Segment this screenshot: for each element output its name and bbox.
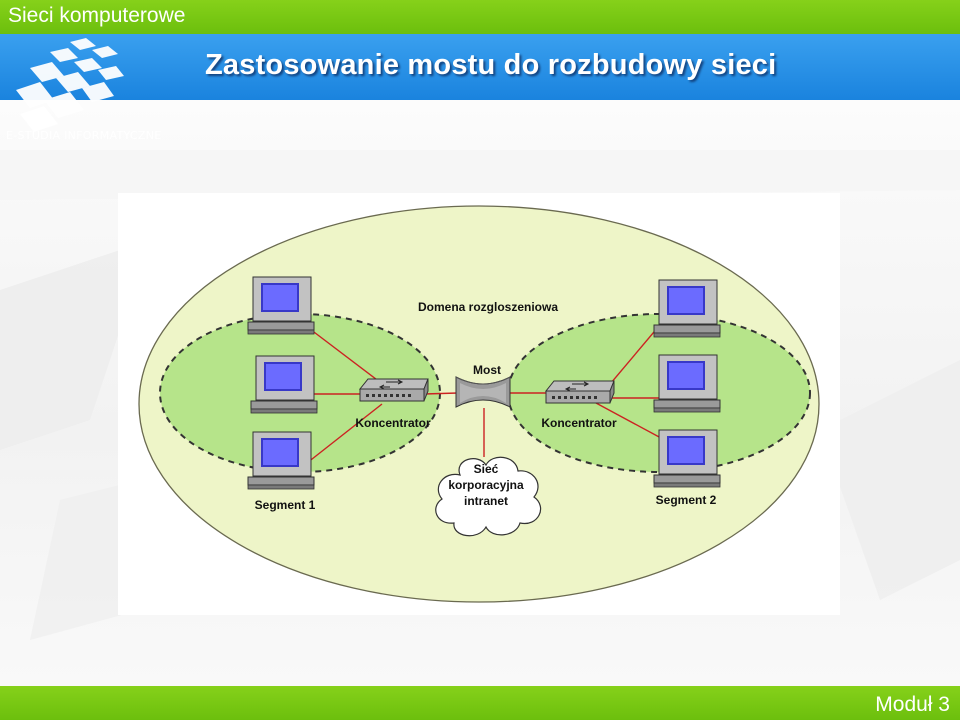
- hub-right-label: Koncentrator: [541, 416, 617, 430]
- intranet-cloud-icon: [435, 456, 542, 537]
- top-bar: [0, 0, 960, 34]
- cloud-label-line-2: korporacyjna: [448, 478, 524, 492]
- bridge-network-diagram: Domena rozgloszeniowa Most Koncentrator …: [138, 205, 820, 603]
- logo-text: E-STUDIA INFORMATYCZNE: [6, 129, 162, 142]
- computer-right-middle-icon: [653, 354, 721, 413]
- hub-left-icon: [358, 378, 429, 402]
- segment-left-label: Segment 1: [255, 498, 316, 512]
- bridge-label: Most: [473, 363, 501, 377]
- segment-right-label: Segment 2: [656, 493, 717, 507]
- computer-left-bottom-icon: [247, 431, 315, 490]
- hub-right-icon: [544, 380, 615, 404]
- computer-left-middle-icon: [250, 355, 318, 414]
- e-studia-logo-icon: [16, 38, 124, 132]
- course-title: Sieci komputerowe: [8, 4, 186, 27]
- page-title: Zastosowanie mostu do rozbudowy sieci: [205, 49, 777, 81]
- computer-right-top-icon: [653, 279, 721, 338]
- bridge-icon: [455, 376, 511, 408]
- module-label: Moduł 3: [875, 693, 950, 716]
- computer-right-bottom-icon: [653, 429, 721, 488]
- cloud-label-line-1: Sieć: [474, 462, 499, 476]
- bottom-bar: [0, 686, 960, 720]
- hub-left-label: Koncentrator: [355, 416, 431, 430]
- title-band: [0, 34, 960, 100]
- computer-left-top-icon: [247, 276, 315, 335]
- cloud-label-line-3: intranet: [464, 494, 508, 508]
- domain-label: Domena rozgloszeniowa: [418, 300, 558, 314]
